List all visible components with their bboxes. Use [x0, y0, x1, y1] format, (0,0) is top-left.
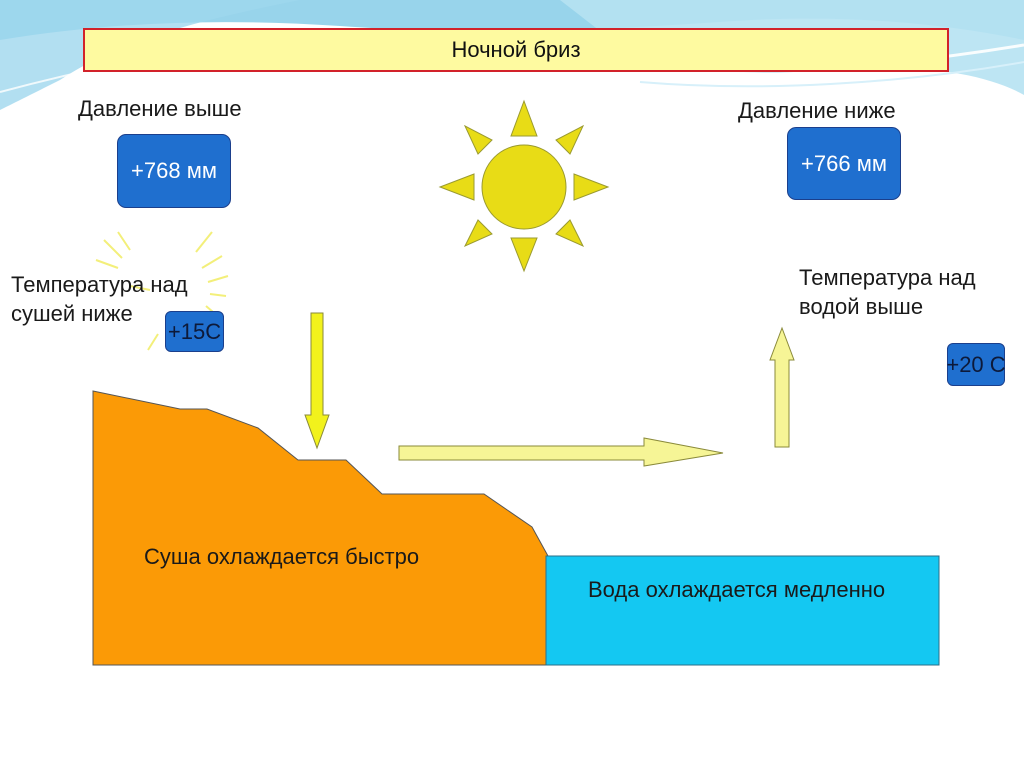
left-pressure-label: Давление выше	[78, 96, 242, 121]
right-arrow-icon	[398, 437, 724, 467]
up-arrow-icon	[769, 326, 795, 448]
land-text: Суша охлаждается быстро	[144, 544, 420, 569]
right-pressure-label: Давление ниже	[738, 98, 896, 123]
left-temp-label-line2: сушей ниже	[11, 301, 133, 326]
sun-icon	[438, 99, 610, 273]
water-area	[545, 555, 940, 666]
left-temp-box: +15С	[165, 311, 224, 352]
right-temp-label-line2: водой выше	[799, 294, 924, 319]
left-temp-label-line1: Температура над	[11, 272, 188, 297]
right-temp-label: Температура над водой выше	[799, 263, 976, 321]
right-temp-box: +20 С	[946, 343, 1006, 386]
page-title: Ночной бриз	[83, 28, 949, 72]
left-temp-label: Температура над сушей ниже	[11, 270, 188, 328]
right-temp-label-line1: Температура над	[799, 265, 976, 290]
right-pressure-box: +766 мм	[787, 127, 901, 200]
left-pressure-box: +768 мм	[117, 134, 231, 208]
water-text: Вода охлаждается медленно	[588, 577, 886, 602]
down-arrow-icon	[304, 312, 330, 450]
